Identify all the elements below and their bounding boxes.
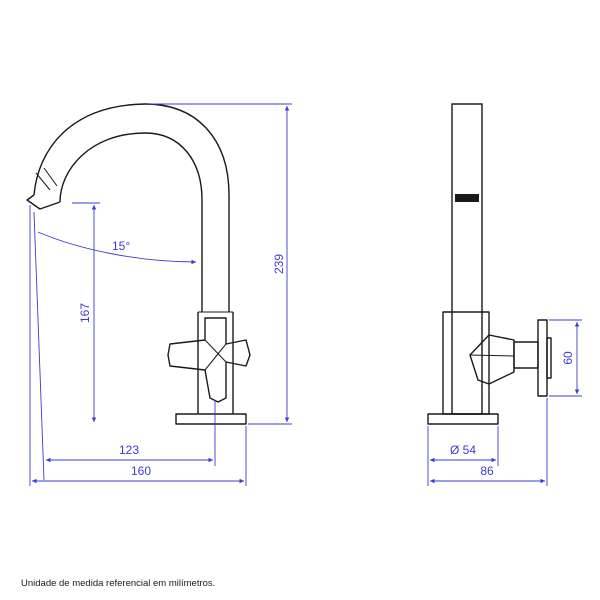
front-dimensions: 239 167 15° 123 160 [29, 103, 292, 486]
dim-total-depth: 160 [131, 464, 151, 478]
side-view [427, 103, 552, 425]
front-view [26, 103, 251, 425]
units-note: Unidade de medida referencial em milímet… [21, 578, 216, 589]
dim-spout-height: 167 [78, 303, 92, 323]
spout-inner-curve [59, 132, 203, 312]
side-ring [455, 194, 479, 202]
side-handle-stem [469, 334, 515, 385]
side-column [451, 103, 483, 415]
dim-handle-height: 60 [561, 351, 575, 365]
base-flange [175, 413, 247, 425]
cross-handle [167, 317, 251, 403]
spout-tip [26, 194, 61, 210]
dim-side-depth: 86 [480, 464, 494, 478]
side-handle-disc [537, 319, 548, 397]
dim-spout-angle: 15° [112, 239, 130, 253]
spout-outer-curve [33, 103, 230, 312]
dim-base-diameter: Ø 54 [450, 443, 476, 457]
dim-total-height: 239 [272, 254, 286, 274]
dim-spout-reach: 123 [119, 443, 139, 457]
side-dimensions: Ø 54 86 60 [427, 319, 582, 486]
side-base [427, 413, 499, 425]
